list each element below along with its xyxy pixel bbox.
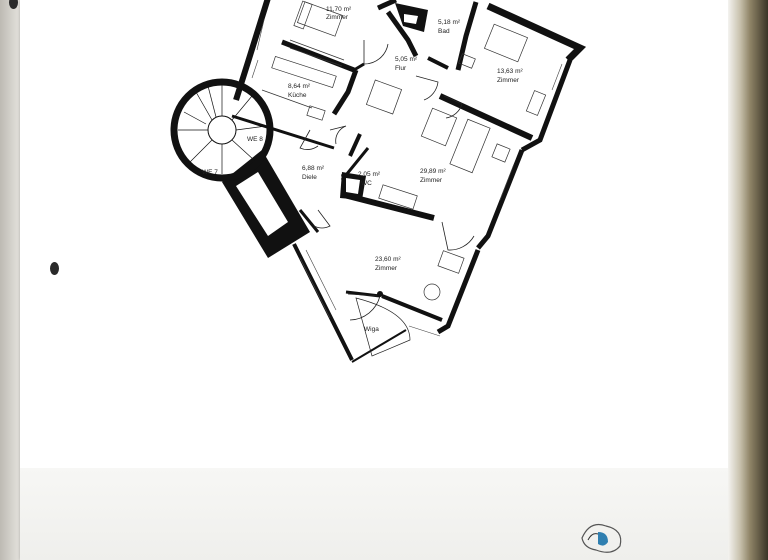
scan-right-edge [728, 0, 768, 560]
room-area-diele: 6,88 m² [302, 165, 325, 172]
room-name-zimmer-1: Zimmer [326, 14, 349, 21]
door-swings [299, 40, 475, 321]
punch-hole-top [9, 0, 18, 9]
room-area-zimmer-2: 13,63 m² [497, 68, 523, 75]
outer-walls [233, 0, 587, 363]
paper-sheet [20, 0, 728, 560]
room-name-zimmer-3: Zimmer [420, 177, 443, 184]
punch-hole-middle [50, 262, 59, 275]
label-we8: WE 8 [247, 136, 263, 143]
room-name-wc: WC [361, 180, 372, 187]
room-area-zimmer-4: 23,60 m² [375, 256, 401, 263]
room-name-zimmer-2: Zimmer [497, 77, 520, 84]
label-wiga: Wiga [364, 326, 379, 333]
room-name-diele: Diele [302, 174, 317, 181]
logo-mark [581, 523, 622, 553]
furniture [261, 0, 547, 357]
room-name-flur: Flur [395, 65, 407, 72]
spiral-staircase [170, 78, 274, 182]
room-name-kueche: Küche [288, 92, 307, 99]
room-area-zimmer-3: 29,89 m² [420, 168, 446, 175]
room-area-kueche: 8,64 m² [288, 83, 311, 90]
wall-blocks [222, 3, 428, 258]
scan-left-edge [0, 0, 22, 560]
room-name-zimmer-4: Zimmer [375, 265, 398, 272]
room-name-bad: Bad [438, 28, 450, 35]
room-labels: 11,70 m² Zimmer 5,18 m² Bad 5,05 m² Flur… [202, 6, 523, 333]
interior-walls [231, 0, 534, 322]
column [377, 291, 383, 297]
room-area-flur: 5,05 m² [395, 56, 418, 63]
room-area-wc: 2,05 m² [358, 171, 381, 178]
room-area-bad: 5,18 m² [438, 19, 461, 26]
paper-lower-area [20, 468, 728, 560]
windows [251, 19, 563, 337]
label-we7: WE 7 [202, 169, 218, 176]
room-area-zimmer-1: 11,70 m² [326, 6, 352, 13]
